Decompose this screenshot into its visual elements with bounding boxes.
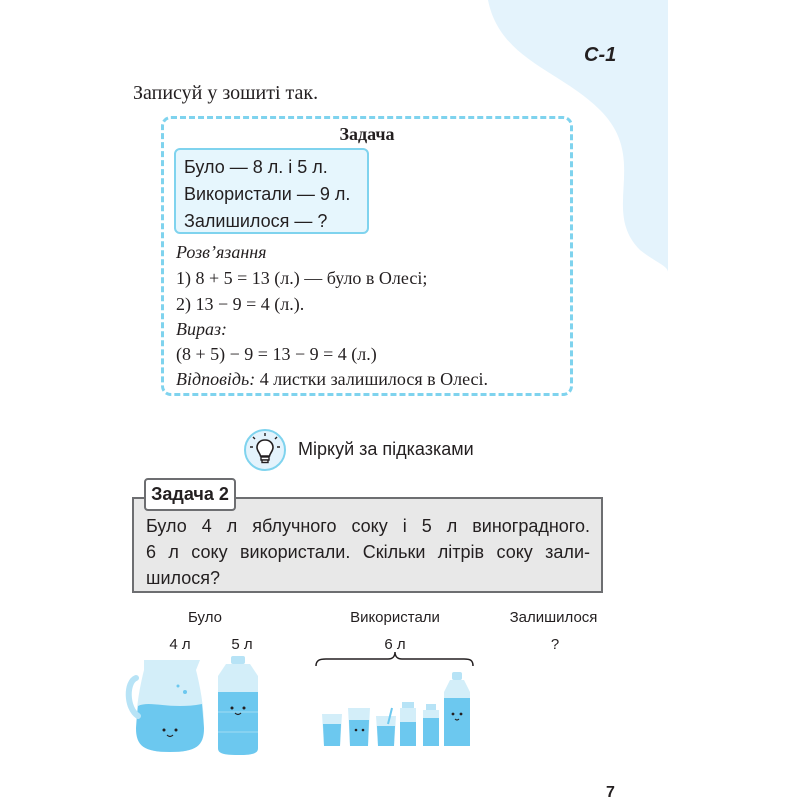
- task2-text: Було 4 л яблучного соку і 5 л виноградно…: [146, 513, 590, 591]
- solution-heading: Розв’язання: [176, 242, 267, 262]
- solution-step: 1) 8 + 5 = 13 (л.) — було в Олесі;: [176, 268, 428, 288]
- intro-text: Записуй у зошиті так.: [133, 82, 319, 104]
- task2-line: Було 4 л яблучного соку і 5 л виноградно…: [146, 516, 590, 536]
- task2-box: [132, 497, 603, 593]
- task2-label: Задача 2: [144, 478, 236, 511]
- answer-label: Відповідь:: [176, 369, 256, 389]
- page-label: С-1: [584, 44, 617, 66]
- used-value: 6 л: [384, 636, 406, 653]
- task2-line: шилося?: [146, 568, 220, 588]
- had-value-bottle: 5 л: [231, 636, 253, 653]
- used-containers-icon: [322, 672, 470, 746]
- had-label: Було: [188, 609, 222, 626]
- water-bottle-icon: [218, 656, 258, 755]
- had-value-jug: 4 л: [169, 636, 191, 653]
- jug-icon: [125, 660, 204, 752]
- condition-line: Використали — 9 л.: [184, 184, 351, 204]
- left-value: ?: [550, 636, 560, 653]
- condition-box: Було — 8 л. і 5 л. Використали — 9 л. За…: [174, 148, 369, 234]
- answer-text: 4 листки залишилося в Олесі.: [255, 369, 489, 389]
- solution-step: 2) 13 − 9 = 4 (л.).: [176, 294, 305, 314]
- left-label: Залишилося: [509, 609, 598, 626]
- used-label: Використали: [350, 609, 440, 626]
- answer-line: Відповідь: 4 листки залишилося в Олесі.: [176, 369, 488, 390]
- condition-line: Було — 8 л. і 5 л.: [184, 157, 328, 177]
- expression: (8 + 5) − 9 = 13 − 9 = 4 (л.): [176, 344, 377, 364]
- expression-heading: Вираз:: [176, 319, 228, 339]
- hint-text: Міркуй за підказками: [298, 439, 474, 459]
- condition-line: Залишилося — ?: [184, 211, 328, 231]
- lightbulb-icon: [244, 429, 286, 471]
- example-title: Задача: [339, 124, 395, 144]
- example-box: [161, 116, 573, 396]
- page-number: 7: [606, 784, 615, 801]
- task2-line: 6 л соку використали. Скільки літрів сок…: [146, 542, 590, 562]
